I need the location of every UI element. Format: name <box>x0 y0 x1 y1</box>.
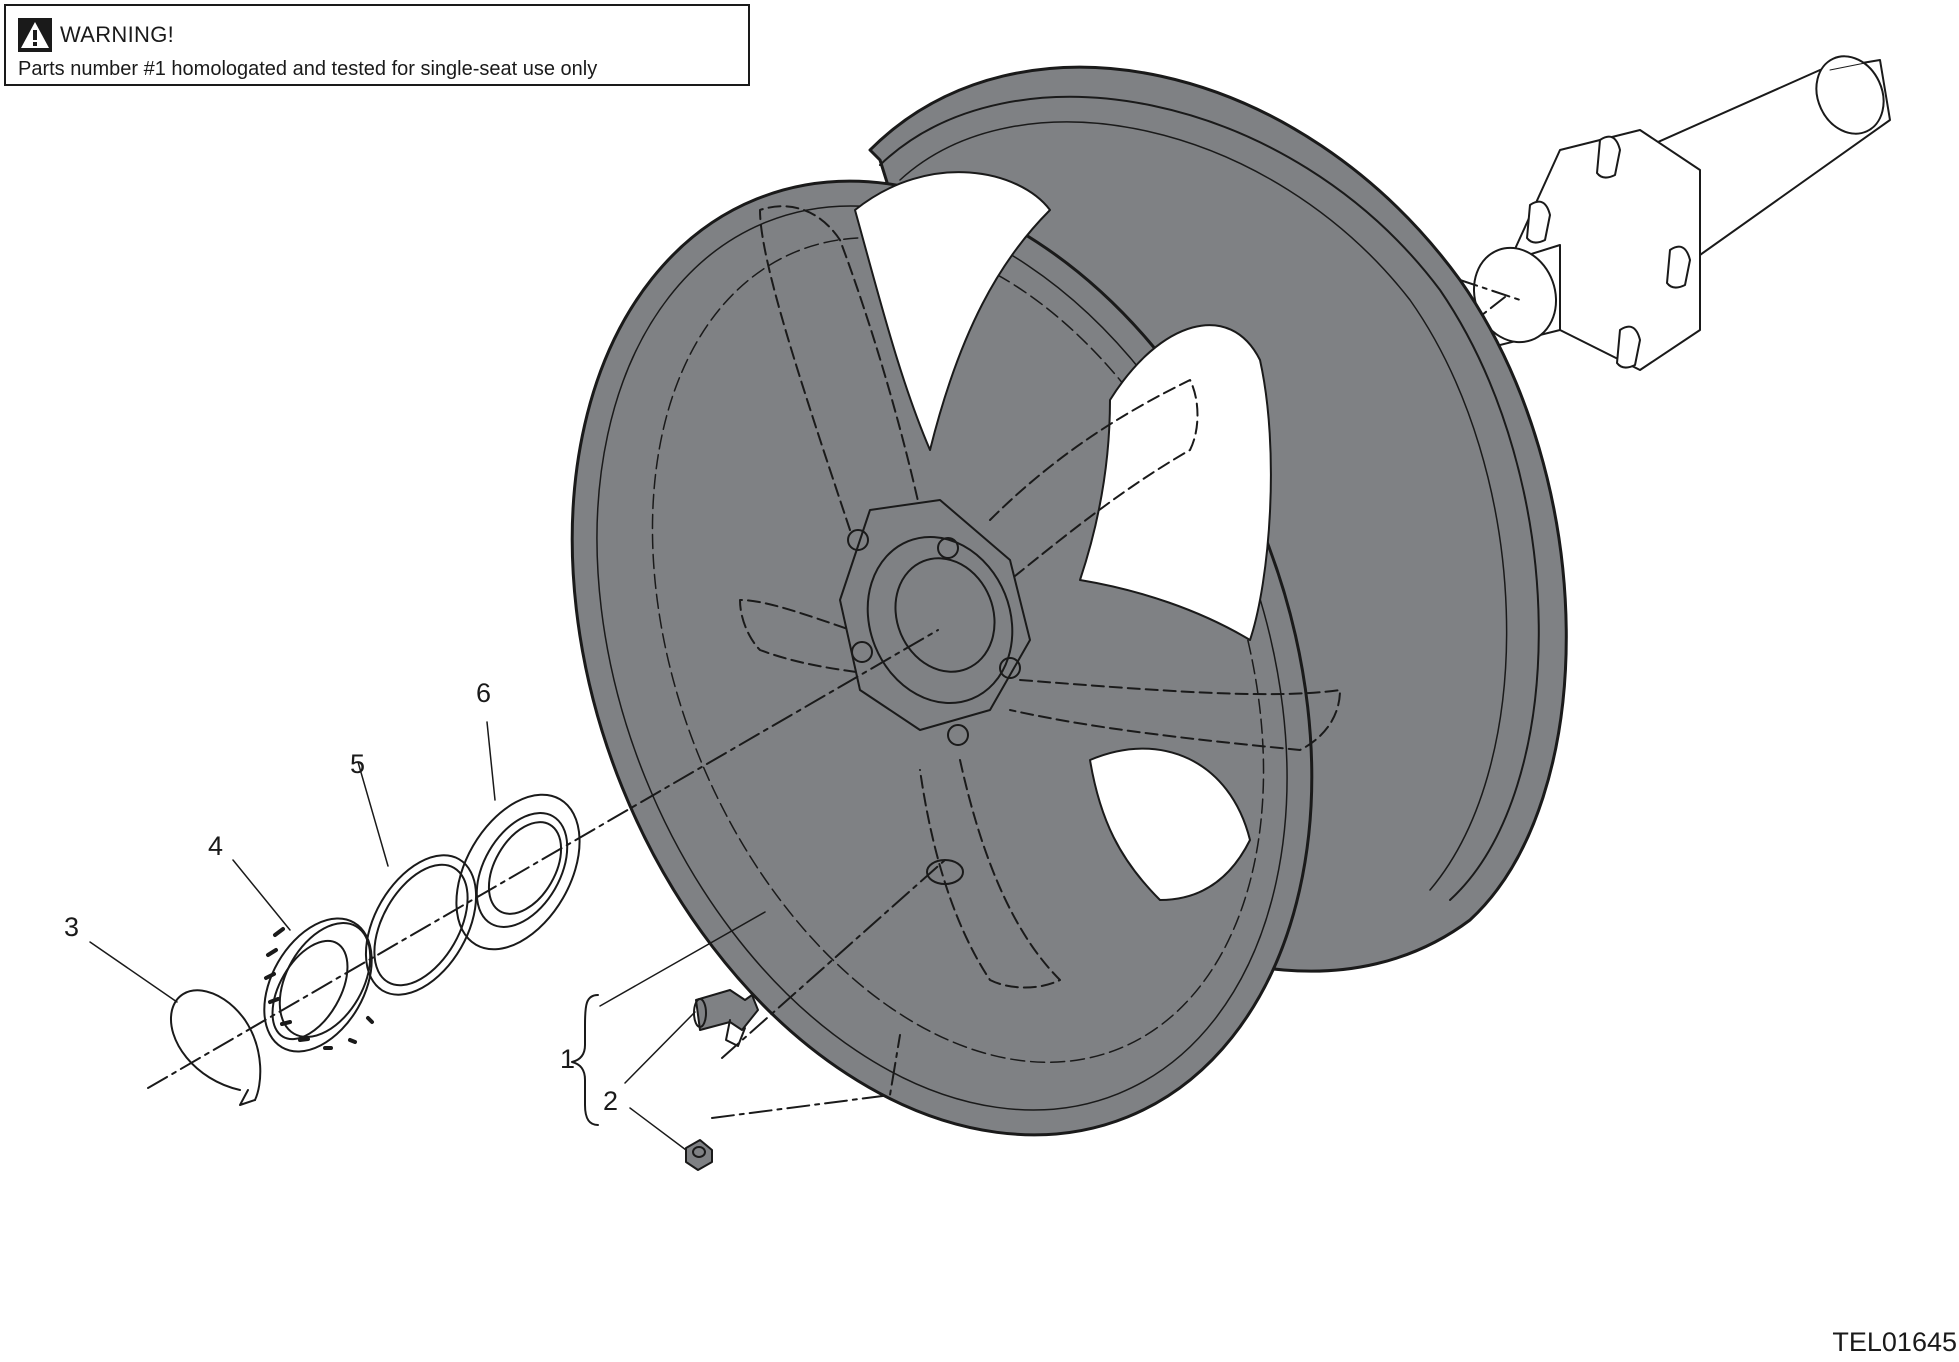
callout-5: 5 <box>350 749 365 779</box>
wheel-spokes <box>739 205 1341 989</box>
wheel-hub-center <box>839 499 1031 746</box>
leader-lines <box>89 721 766 1151</box>
callout-1: 1 <box>560 1044 575 1074</box>
warning-title-text: WARNING! <box>60 22 175 47</box>
wheel-spoke-openings <box>854 171 1272 901</box>
warning-box: WARNING! Parts number #1 homologated and… <box>4 4 750 86</box>
rear-axle-hub <box>1459 55 1891 371</box>
warning-text: Parts number #1 homologated and tested f… <box>18 58 598 80</box>
warning-title: WARNING! <box>18 18 174 52</box>
callout-4: 4 <box>208 831 223 861</box>
part-5-washer <box>364 854 478 996</box>
part-6-seal-ring <box>455 793 581 951</box>
part-2-valve-nut <box>685 1139 713 1171</box>
part-2-valve <box>693 989 759 1047</box>
callout-3: 3 <box>64 912 79 942</box>
drawing-reference-code: TEL01645 <box>1832 1327 1957 1357</box>
warning-triangle-icon <box>18 18 52 52</box>
part-3-circlip <box>170 989 262 1106</box>
part-4-lock-nut <box>263 917 374 1053</box>
part-1-bracket <box>571 994 599 1126</box>
callout-6: 6 <box>476 678 491 708</box>
assembly-centerlines <box>147 629 946 1119</box>
callout-2: 2 <box>603 1086 618 1116</box>
